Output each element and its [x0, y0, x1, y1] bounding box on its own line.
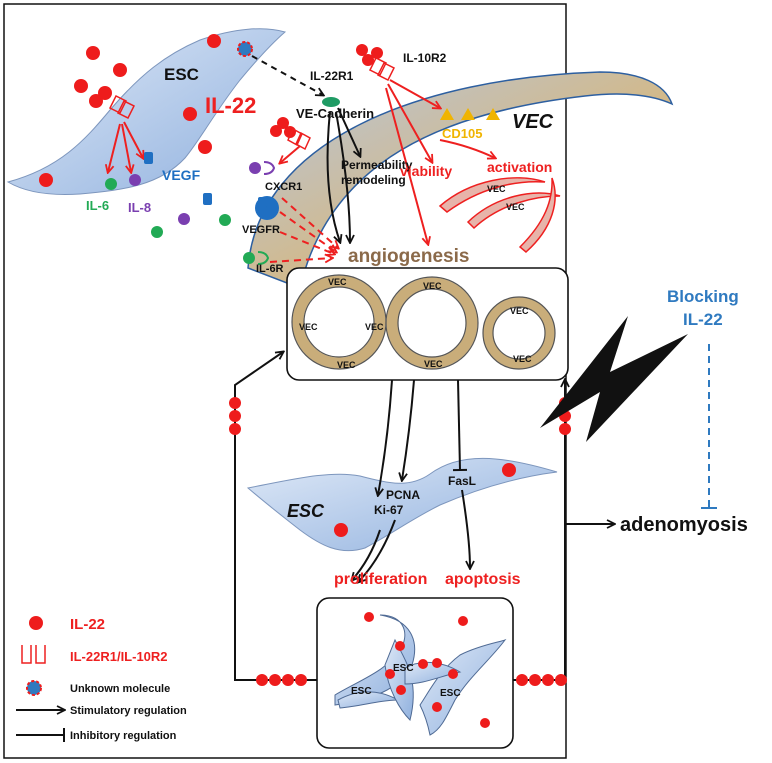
il22-dot-esc-mid-1	[334, 523, 348, 537]
label-ve-cadherin: VE-Cadherin	[296, 106, 374, 121]
legend-il22-icon	[29, 616, 43, 630]
label-esc-mid: ESC	[287, 501, 325, 521]
label-viability: viability	[400, 163, 452, 179]
label-esc-cluster-3: ESC	[440, 688, 461, 699]
esc-cluster-cells	[334, 614, 507, 736]
label-blocking-il22: IL-22	[683, 310, 723, 329]
label-esc-top: ESC	[164, 65, 199, 84]
label-vegfr: VEGFR	[242, 224, 280, 236]
label-angiogenesis: angiogenesis	[348, 246, 469, 267]
il22-dots-top	[39, 34, 221, 187]
vec-surface-receptors	[243, 161, 279, 265]
label-vec-small-1: VEC	[487, 184, 506, 194]
beads	[229, 397, 571, 686]
paracrine-arrows	[269, 197, 338, 262]
vec-signal-arrows	[280, 79, 495, 244]
label-esc-cluster-1: ESC	[351, 686, 372, 697]
legend-stimulatory: Stimulatory regulation	[70, 705, 187, 717]
receptor-esc	[108, 94, 136, 120]
label-vessel-vec-8: VEC	[513, 354, 532, 364]
vessel-to-esc-arrows	[352, 379, 470, 582]
legend-inhibitory: Inhibitory regulation	[70, 730, 177, 742]
label-esc-cluster-2: ESC	[393, 663, 414, 674]
il22-dots-vec	[270, 44, 383, 138]
legend-unknown-icon	[26, 680, 42, 696]
label-vegf: VEGF	[162, 167, 201, 183]
cytokines	[105, 152, 231, 238]
label-vessel-vec-4: VEC	[337, 360, 356, 370]
receptor-vec-left	[287, 127, 311, 151]
label-il22r1: IL-22R1	[310, 69, 354, 83]
label-il22-top: IL-22	[205, 93, 256, 118]
label-apoptosis: apoptosis	[445, 571, 521, 588]
label-vec-small-2: VEC	[506, 202, 525, 212]
label-permeability: Permeability	[341, 158, 413, 172]
label-vessel-vec-5: VEC	[423, 281, 442, 291]
label-vessel-vec-6: VEC	[424, 359, 443, 369]
vessel-rings	[291, 274, 556, 370]
esc-cell-mid	[246, 457, 558, 552]
legend: IL-22 IL-22R1/IL-10R2 Unknown molecule S…	[16, 616, 187, 742]
legend-unknown: Unknown molecule	[70, 683, 170, 695]
feedback-loop-right	[513, 380, 565, 681]
unknown-molecule	[237, 41, 253, 57]
label-il8: IL-8	[128, 200, 151, 215]
labels: ESC IL-22 VEGF IL-6 IL-8 IL-22R1 IL-10R2…	[86, 51, 748, 699]
label-proliferation: proliferation	[334, 571, 427, 588]
legend-receptor-icon	[21, 645, 46, 664]
label-blocking: Blocking	[667, 287, 739, 306]
label-pcna: PCNA	[386, 488, 420, 502]
label-activation: activation	[487, 159, 552, 175]
esc-secretion-arrows	[108, 121, 143, 172]
unknown-molecule-arrow	[251, 55, 323, 95]
esc-cell-top	[6, 28, 287, 195]
label-vessel-vec-7: VEC	[510, 306, 529, 316]
label-vessel-vec-3: VEC	[365, 322, 384, 332]
label-cxcr1: CXCR1	[265, 181, 302, 193]
legend-receptor: IL-22R1/IL-10R2	[70, 649, 168, 664]
label-il6: IL-6	[86, 198, 109, 213]
label-fasl: FasL	[448, 474, 476, 488]
label-il10r2: IL-10R2	[403, 51, 447, 65]
il22-dots-cluster	[364, 612, 490, 728]
cadherin-arrows	[326, 107, 360, 242]
label-cd105: CD105	[442, 126, 482, 141]
cd105-triangles	[440, 108, 500, 120]
label-il6r: IL-6R	[256, 263, 284, 275]
ve-cadherin-shape	[322, 97, 340, 107]
il22-dot-esc-mid-2	[502, 463, 516, 477]
small-vec-crescents	[438, 177, 561, 253]
label-vessel-vec-1: VEC	[328, 277, 347, 287]
label-remodeling: remodeling	[341, 173, 406, 187]
vec-crescent-cell	[247, 71, 674, 290]
label-vessel-vec-2: VEC	[299, 322, 318, 332]
label-adenomyosis: adenomyosis	[620, 514, 748, 536]
label-vec-big: VEC	[512, 111, 554, 133]
legend-il22: IL-22	[70, 616, 105, 633]
receptor-vec-top	[368, 56, 396, 82]
label-ki67: Ki-67	[374, 503, 404, 517]
lightning-bolt-icon	[540, 316, 688, 442]
